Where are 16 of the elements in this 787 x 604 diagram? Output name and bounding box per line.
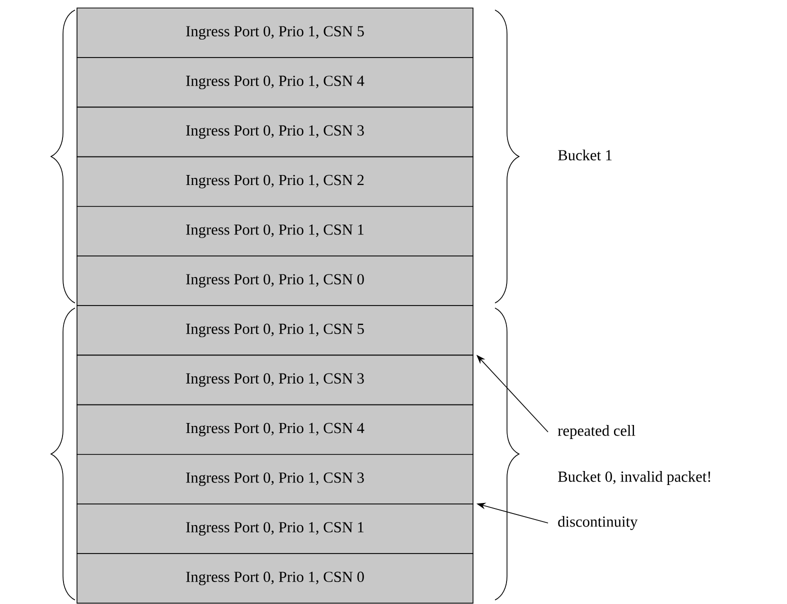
- cell-row: Ingress Port 0, Prio 1, CSN 4: [76, 57, 474, 108]
- cell-row: Ingress Port 0, Prio 1, CSN 3: [76, 454, 474, 504]
- callout-text: repeated cell: [558, 425, 636, 439]
- callout-text: discontinuity: [558, 516, 638, 530]
- cell-row: Ingress Port 0, Prio 1, CSN 5: [76, 8, 474, 58]
- cell-row: Ingress Port 0, Prio 1, CSN 1: [76, 504, 474, 554]
- cell-row: Ingress Port 0, Prio 1, CSN 4: [76, 404, 474, 455]
- cell-row: Ingress Port 0, Prio 1, CSN 2: [76, 156, 474, 207]
- cell-row: Ingress Port 0, Prio 1, CSN 5: [76, 305, 474, 356]
- cell-row: Ingress Port 0, Prio 1, CSN 0: [76, 256, 474, 306]
- cell-row: Ingress Port 0, Prio 1, CSN 3: [76, 354, 474, 406]
- bucket-label: Bucket 0, invalid packet!: [558, 471, 710, 485]
- bucket-label: Bucket 1: [558, 150, 612, 160]
- cell-row: Ingress Port 0, Prio 1, CSN 1: [76, 206, 474, 256]
- cell-row: Ingress Port 0, Prio 1, CSN 3: [76, 106, 474, 158]
- cell-row: Ingress Port 0, Prio 1, CSN 0: [76, 553, 474, 604]
